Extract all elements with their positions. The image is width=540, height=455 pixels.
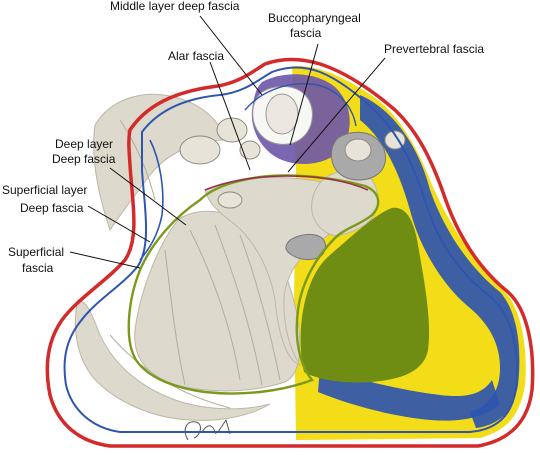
leader-buccopharyngeal: [289, 43, 319, 146]
leader-alar: [209, 61, 251, 171]
label-prevertebral-fascia: Prevertebral fascia: [384, 42, 484, 56]
leader-superficial-layer: [87, 205, 151, 243]
label-buccopharyngeal-line2: fascia: [290, 26, 322, 40]
label-superficial-layer-line2: Deep fascia: [20, 201, 84, 215]
leader-superficial-fascia: [69, 251, 141, 269]
neurovascular-structures: [179, 117, 406, 209]
right-green-muscle-mass: [300, 207, 430, 383]
label-buccopharyngeal-line1: Buccopharyngeal: [268, 11, 361, 25]
middle-layer-fascia-line: [244, 83, 357, 127]
esophagus: [265, 93, 299, 135]
label-deep-layer-line1: Deep layer: [55, 137, 113, 151]
label-alar-fascia: Alar fascia: [168, 49, 224, 63]
label-superficial-layer-line1: Superficial layer: [2, 183, 87, 197]
label-deep-layer-line2: Deep fascia: [52, 152, 116, 166]
superficial-layer-deep-fascia-outline: [63, 66, 518, 433]
superficial-fascia-outline: [45, 57, 535, 448]
artist-signature: [184, 418, 231, 441]
right-superficial-layer-blue-band: [360, 95, 520, 428]
leader-prevertebral: [287, 57, 386, 173]
label-superficial-fascia-line1: Superficial: [8, 245, 64, 259]
blue-inner-fascia-line: [139, 139, 164, 261]
buccopharyngeal-fascia-line: [204, 175, 369, 191]
leader-middle-layer: [199, 15, 263, 96]
leader-deep-layer: [109, 167, 187, 226]
left-outer-muscle: [74, 299, 271, 421]
label-superficial-fascia-line2: fascia: [22, 261, 54, 275]
label-middle-layer-deep-fascia: Middle layer deep fascia: [110, 0, 240, 13]
